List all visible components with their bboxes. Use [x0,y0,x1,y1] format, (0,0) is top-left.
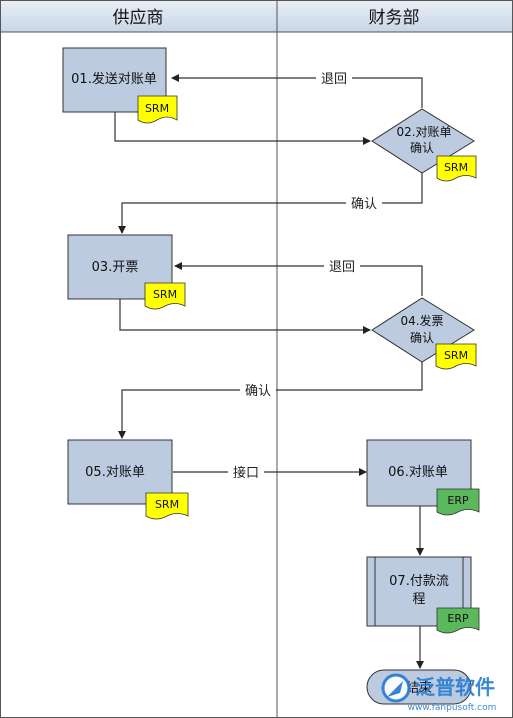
watermark-brand: 泛普软件 [415,675,495,699]
srm-tag-03 [144,282,186,310]
edge-label-bg [316,70,352,86]
edge-label-bg [228,464,264,480]
srm-tag-02-label: SRM [444,161,468,174]
step-04-decision [371,297,475,363]
step-02-label-2: 确认 [410,141,434,155]
erp-tag-06 [436,488,480,516]
step-05-label: 05.对账单 [85,465,145,480]
edge-01-to-02 [114,112,371,145]
step-04-label-2: 确认 [410,331,434,345]
step-03-label: 03.开票 [92,260,139,275]
erp-tag-06-label: ERP [447,494,469,507]
step-04-label-1: 04.发票 [400,313,443,328]
step-02-decision [371,108,475,174]
srm-tag-01 [137,95,178,124]
srm-tag-04 [435,343,477,370]
srm-tag-02 [436,155,477,182]
watermark: 泛普软件 www.fanpusoft.com [381,673,497,713]
watermark-url: www.fanpusoft.com [408,703,497,713]
step-02-label-1: 02.对账单 [396,125,451,139]
edge-03-to-04 [119,299,371,334]
edge-return-1 [171,74,423,108]
edge-label-bg [346,195,382,211]
edge-label-interface: 接口 [233,465,259,481]
lane-header-finance: 财务部 [369,8,420,28]
srm-tag-03-label: SRM [153,288,177,301]
erp-tag-07 [436,607,480,634]
edge-label-bg [240,382,276,398]
step-01-label: 01.发送对账单 [71,71,157,87]
step-06-label: 06.对账单 [388,465,448,480]
edge-confirm-1 [118,172,423,234]
step-07-label-1: 07.付款流 [389,574,449,589]
edge-label-return-2: 退回 [329,260,355,275]
lane-header-band [1,1,512,32]
edge-label-confirm-2: 确认 [245,384,271,399]
srm-tag-05 [145,492,189,520]
step-07-label-2: 程 [412,592,425,607]
srm-tag-04-label: SRM [444,349,468,362]
edge-label-return-1: 退回 [321,72,347,87]
srm-tag-05-label: SRM [155,498,179,511]
edge-label-bg [324,258,360,274]
srm-tag-01-label: SRM [145,102,169,115]
watermark-logo-icon [381,673,411,703]
edge-return-2 [174,262,423,296]
edge-label-confirm-1: 确认 [351,197,377,212]
end-label: 结束 [406,681,432,696]
erp-tag-07-label: ERP [447,612,469,625]
lane-header-supplier: 供应商 [113,8,164,28]
